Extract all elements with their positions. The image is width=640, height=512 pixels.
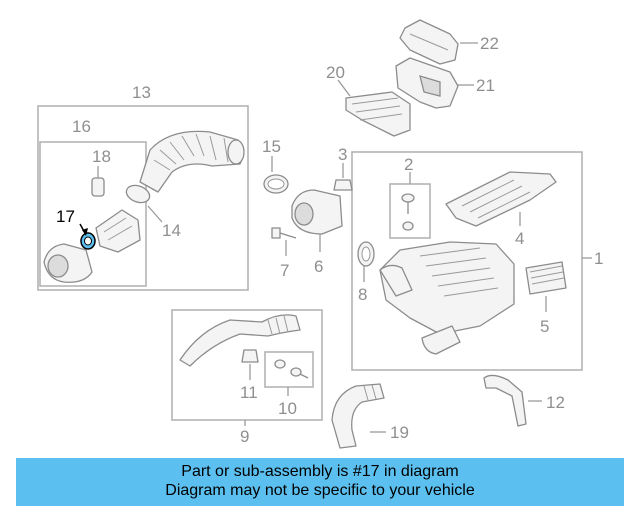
part-19-elbow-hose (331, 383, 386, 449)
callout-21: 21 (476, 76, 495, 95)
group-box-13 (37, 105, 249, 291)
callout-4: 4 (515, 229, 524, 248)
part-11-grommet (241, 349, 259, 380)
part-20-intake-duct (337, 79, 411, 137)
part-1-air-cleaner-housing (379, 241, 592, 355)
part-5-filter-element (525, 261, 567, 312)
callout-20: 20 (326, 63, 345, 82)
callout-5: 5 (540, 317, 549, 336)
parts-diagram: 1 2 3 4 5 6 7 8 9 10 11 12 13 14 15 16 1… (37, 19, 603, 449)
callout-13: 13 (132, 83, 151, 102)
banner-line-part-number: Part or sub-assembly is #17 in diagram (181, 463, 459, 480)
callout-19: 19 (390, 423, 409, 442)
part-13-air-hose (139, 130, 245, 193)
callout-1: 1 (594, 249, 603, 268)
part-8-gasket (357, 241, 375, 282)
callout-8: 8 (358, 285, 367, 304)
part-2-screw (401, 172, 415, 231)
part-22-upper-duct (399, 19, 478, 65)
part-17-seal-ring (79, 223, 96, 250)
part-12-hose (483, 374, 542, 427)
callout-18: 18 (92, 147, 111, 166)
banner-line-disclaimer: Diagram may not be specific to your vehi… (165, 482, 475, 499)
callout-2: 2 (404, 155, 413, 174)
callout-15: 15 (262, 137, 281, 156)
group-box-1 (351, 151, 583, 371)
callout-14: 14 (162, 221, 181, 240)
callout-12: 12 (546, 393, 565, 412)
callout-16: 16 (72, 117, 91, 136)
part-7-bolt (271, 227, 297, 256)
part-16-maf-assembly (43, 209, 141, 283)
part-21-resonator (395, 57, 474, 109)
callout-17: 17 (56, 207, 75, 226)
callout-7: 7 (280, 261, 289, 280)
group-box-10 (264, 351, 314, 388)
part-10-bolts (274, 359, 309, 396)
callout-10: 10 (278, 399, 297, 418)
callout-11: 11 (240, 383, 258, 402)
part-18-sensor (91, 166, 105, 197)
group-box-9 (171, 309, 323, 421)
part-9-intake-tube (179, 314, 301, 426)
callout-22: 22 (480, 34, 499, 53)
info-banner: Part or sub-assembly is #17 in diagram D… (16, 458, 624, 506)
part-3-grommet (333, 163, 353, 191)
callout-3: 3 (338, 145, 347, 164)
group-box-16 (39, 141, 147, 287)
part-15-clamp (263, 156, 289, 194)
callout-6: 6 (314, 257, 323, 276)
part-4-airbox-cover (445, 171, 557, 227)
part-14-clamp (125, 184, 163, 223)
part-6-maf-sensor (291, 189, 343, 252)
callout-9: 9 (240, 427, 249, 446)
